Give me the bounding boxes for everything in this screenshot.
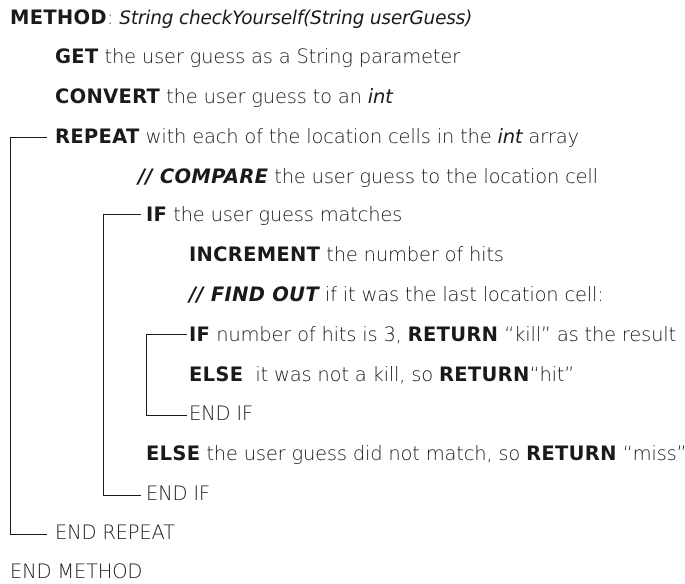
else-miss-return-keyword: RETURN — [526, 442, 617, 465]
compare-keyword: // COMPARE — [138, 165, 269, 188]
else-miss-text: the user guess did not match, so — [206, 442, 521, 465]
method-line: METHOD: String checkYourself(String user… — [10, 6, 472, 31]
repeat-text-after: array — [528, 125, 579, 148]
method-signature: String checkYourself(String userGuess) — [119, 8, 473, 29]
end-method-line: END METHOD — [10, 560, 142, 584]
end-if-inner-text: END IF — [189, 402, 253, 425]
end-repeat-line: END REPEAT — [55, 521, 175, 545]
convert-keyword: CONVERT — [55, 85, 161, 108]
if-match-line: IF the user guess matches — [146, 203, 402, 227]
if-hits-text: number of hits is 3, — [216, 323, 402, 346]
else-miss-keyword: ELSE — [146, 442, 201, 465]
repeat-line: REPEAT with each of the location cells i… — [55, 125, 579, 149]
end-if-outer-line: END IF — [146, 482, 210, 506]
compare-text: the user guess to the location cell — [274, 165, 598, 188]
if-match-keyword: IF — [146, 203, 168, 226]
method-colon: : — [106, 6, 114, 29]
convert-line: CONVERT the user guess to an int — [55, 85, 393, 109]
increment-text: the number of hits — [326, 243, 504, 266]
else-hit-line: ELSE it was not a kill, so RETURN“hit” — [189, 363, 574, 387]
else-hit-text: it was not a kill, so — [255, 363, 433, 386]
compare-line: // COMPARE the user guess to the locatio… — [138, 165, 598, 189]
if-hits-block-bracket — [146, 334, 187, 416]
repeat-keyword: REPEAT — [55, 125, 140, 148]
end-method-text: END METHOD — [10, 560, 143, 583]
else-hit-return-keyword: RETURN — [438, 363, 530, 386]
end-repeat-text: END REPEAT — [55, 521, 175, 544]
get-keyword: GET — [55, 45, 99, 68]
end-if-outer-text: END IF — [146, 482, 210, 505]
find-out-keyword: // FIND OUT — [189, 283, 319, 306]
repeat-block-bracket — [10, 137, 47, 535]
if-hits-line: IF number of hits is 3, RETURN “kill” as… — [189, 323, 676, 347]
if-hits-return-keyword: RETURN — [407, 323, 499, 346]
get-text: the user guess as a String parameter — [104, 45, 461, 68]
else-miss-text-after: “miss” — [622, 442, 685, 465]
else-hit-text-after: “hit” — [529, 363, 575, 386]
repeat-type: int — [497, 125, 523, 148]
if-match-block-bracket — [103, 214, 141, 496]
increment-keyword: INCREMENT — [189, 243, 321, 266]
method-keyword: METHOD — [10, 6, 107, 29]
end-if-inner-line: END IF — [189, 402, 253, 426]
find-out-line: // FIND OUT if it was the last location … — [189, 283, 604, 307]
find-out-text: if it was the last location cell: — [324, 283, 604, 306]
if-hits-keyword: IF — [189, 323, 211, 346]
convert-type: int — [367, 85, 393, 108]
if-match-text: the user guess matches — [173, 203, 403, 226]
else-hit-keyword: ELSE — [189, 363, 244, 386]
increment-line: INCREMENT the number of hits — [189, 243, 504, 267]
else-miss-line: ELSE the user guess did not match, so RE… — [146, 442, 685, 466]
repeat-text-before: with each of the location cells in the — [145, 125, 492, 148]
convert-text: the user guess to an — [166, 85, 362, 108]
if-hits-text-after: “kill” as the result — [504, 323, 676, 346]
get-line: GET the user guess as a String parameter — [55, 45, 460, 69]
